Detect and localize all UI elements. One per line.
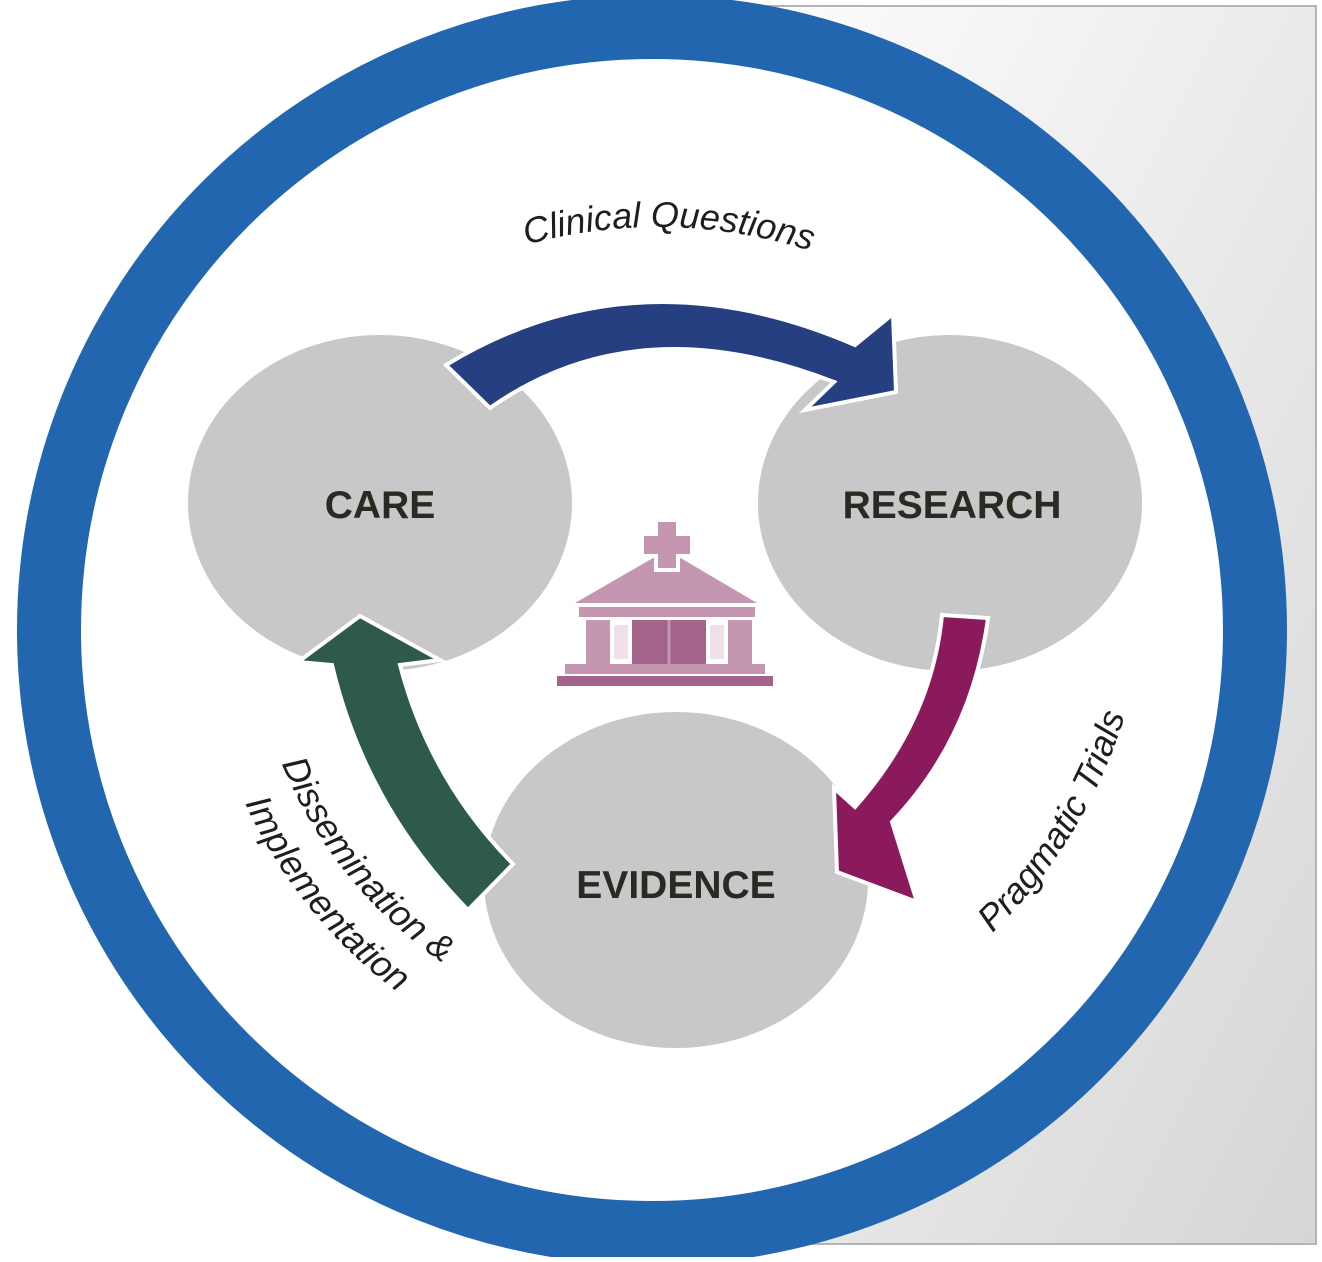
hospital-icon xyxy=(557,518,773,686)
evidence-node xyxy=(484,712,868,1048)
care-node xyxy=(188,335,572,671)
arrow-care-to-research xyxy=(442,300,899,414)
arrow-research-to-evidence xyxy=(831,612,991,906)
arrow-evidence-to-care xyxy=(292,613,516,913)
evidence-label: EVIDENCE xyxy=(576,864,775,907)
research-label: RESEARCH xyxy=(843,484,1062,527)
care-label: CARE xyxy=(325,484,436,527)
research-node xyxy=(758,335,1142,671)
